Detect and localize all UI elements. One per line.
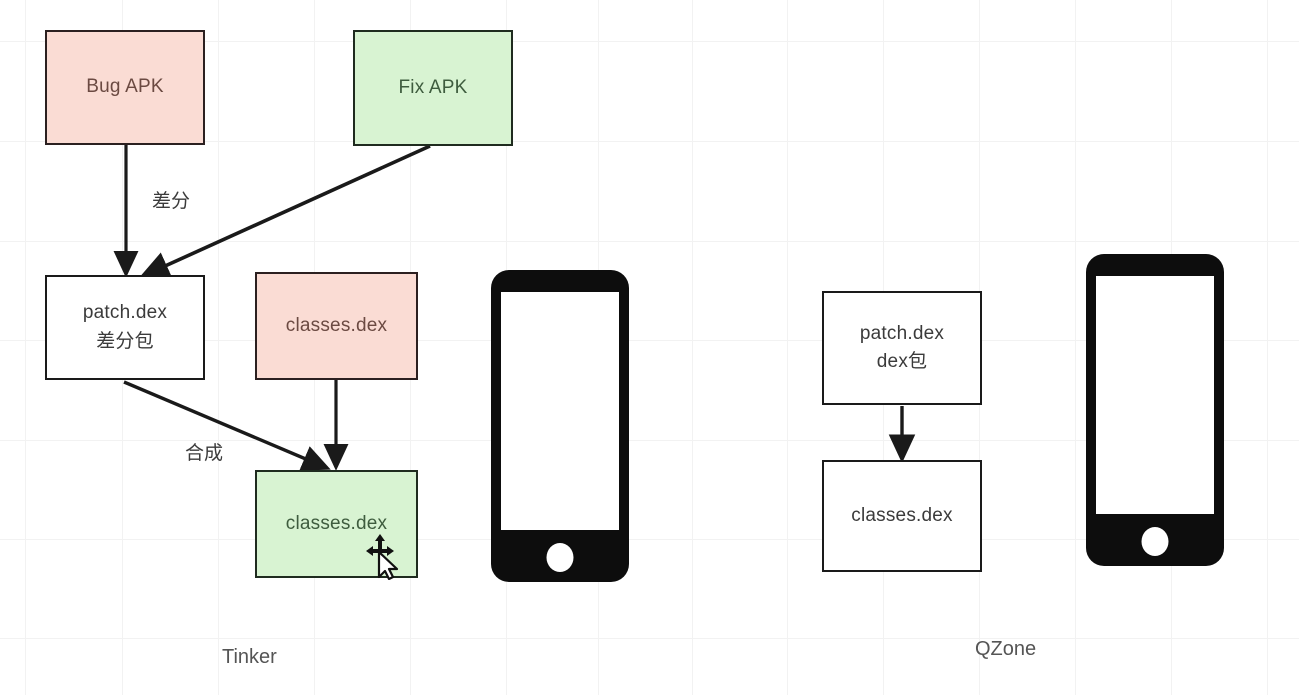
node-fix-apk-label: Fix APK (398, 76, 468, 98)
node-fix-apk[interactable]: Fix APK (353, 30, 513, 146)
node-patch-dex-left-line2: 差分包 (96, 330, 154, 352)
smartphone-icon-left (491, 270, 629, 582)
caption-tinker: Tinker (222, 646, 277, 668)
node-patch-dex-right[interactable]: patch.dex dex包 (822, 291, 982, 405)
node-patch-dex-right-line1: patch.dex (859, 322, 945, 344)
grid-line-horizontal (0, 241, 1299, 242)
grid-line-vertical (692, 0, 693, 695)
node-patch-dex-left-line1: patch.dex (82, 302, 168, 323)
grid-line-horizontal (0, 638, 1299, 639)
node-bug-apk[interactable]: Bug APK (45, 30, 205, 145)
node-classes-dex-right-label: classes.dex (851, 504, 953, 526)
node-bug-apk-label: Bug APK (86, 76, 164, 98)
caption-qzone: QZone (975, 638, 1037, 660)
edge-label-diff: 差分 (152, 191, 191, 212)
node-classes-dex-merged[interactable]: classes.dex (255, 470, 418, 578)
grid-line-vertical (25, 0, 26, 695)
node-classes-dex-merged-label: classes.dex (285, 512, 388, 534)
grid-line-vertical (787, 0, 788, 695)
phone-home-button-right (1141, 527, 1169, 556)
phone-home-button-left (546, 543, 574, 572)
phone-screen-right (1096, 276, 1214, 514)
grid-line-vertical (218, 0, 219, 695)
node-patch-dex-right-line2: dex包 (876, 351, 928, 372)
smartphone-icon-right (1086, 254, 1224, 566)
edge-label-merge: 合成 (185, 443, 224, 464)
node-classes-dex-pink[interactable]: classes.dex (255, 272, 418, 380)
edge-patchdex-to-merged (123, 380, 331, 471)
node-classes-dex-right[interactable]: classes.dex (822, 460, 982, 572)
node-patch-dex-left[interactable]: patch.dex 差分包 (45, 275, 205, 380)
node-classes-dex-pink-label: classes.dex (285, 314, 388, 336)
grid-line-vertical (1267, 0, 1268, 695)
grid-line-vertical (1075, 0, 1076, 695)
phone-screen-left (501, 292, 619, 530)
